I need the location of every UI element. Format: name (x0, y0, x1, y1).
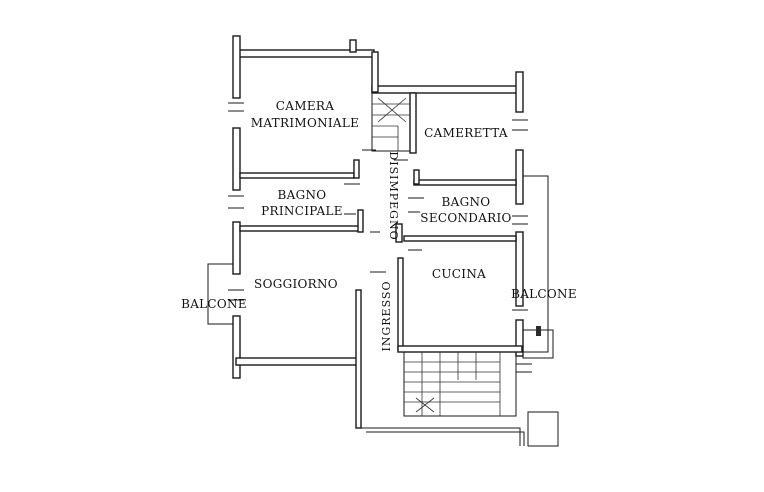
wall-cameretta-bagno (413, 179, 517, 186)
wall-bagno-cucina (403, 235, 517, 242)
balcone-post (536, 326, 541, 336)
room-labels: CAMERA MATRIMONIALE CAMERETTA BAGNO PRIN… (181, 99, 577, 351)
landing-edge (361, 427, 521, 446)
wall-cucina-bottom (397, 345, 523, 353)
label-disimpegno: DISIMPEGNO (387, 151, 400, 240)
label-cucina: CUCINA (432, 267, 486, 281)
label-soggiorno: SOGGIORNO (254, 277, 338, 291)
stair-frame (371, 92, 411, 152)
wall-left-upper (232, 35, 241, 99)
stair-arrow (377, 97, 407, 123)
wall-left-mid (232, 127, 241, 191)
wall-door-jamb (395, 223, 403, 243)
label-bagno-secondario-1: BAGNO (442, 195, 491, 209)
wall-right-lower (515, 231, 524, 307)
wall-right-upper (515, 71, 524, 113)
label-bagno-principale-2: PRINCIPALE (261, 204, 343, 218)
wall-bagno-soggiorno (239, 225, 363, 232)
stairs-lower (403, 351, 517, 417)
outer-walls (228, 35, 528, 379)
internal-walls (239, 92, 523, 429)
balconies (207, 175, 554, 359)
stairs-upper (371, 92, 411, 152)
wall-left-lower (232, 221, 241, 275)
label-camera: CAMERA (276, 99, 334, 113)
label-balcone-right: BALCONE (511, 287, 577, 301)
balcone-left-outline (207, 263, 233, 325)
wall-corridor-right-top (409, 92, 417, 154)
wall-left-bottom (232, 315, 241, 379)
label-cameretta: CAMERETTA (424, 126, 508, 140)
wall-cucina-left (397, 257, 404, 351)
wall-bottom-soggiorno (235, 357, 361, 366)
door-marks (344, 149, 424, 273)
balcone-right-outline (523, 175, 549, 353)
label-matrimoniale: MATRIMONIALE (251, 116, 359, 130)
wall-door-jamb (357, 209, 364, 233)
landing-outline (361, 363, 559, 447)
wall-door-jamb (413, 169, 420, 185)
wall-master-bagno (239, 172, 355, 179)
wall-top-right (371, 85, 523, 94)
label-ingresso: INGRESSO (380, 281, 393, 352)
label-bagno-secondario-2: SECONDARIO (420, 211, 511, 225)
label-balcone-left: BALCONE (181, 297, 247, 311)
landing-edge (366, 431, 525, 446)
wall-stub-top (349, 39, 357, 53)
wall-door-jamb (353, 159, 360, 179)
label-bagno-principale-1: BAGNO (278, 188, 327, 202)
stair-frame (403, 351, 517, 417)
landing-box (527, 411, 559, 447)
wall-step (371, 51, 379, 93)
wall-ingresso-left (355, 289, 362, 429)
wall-right-mid (515, 149, 524, 205)
stair-arrow (415, 397, 435, 413)
